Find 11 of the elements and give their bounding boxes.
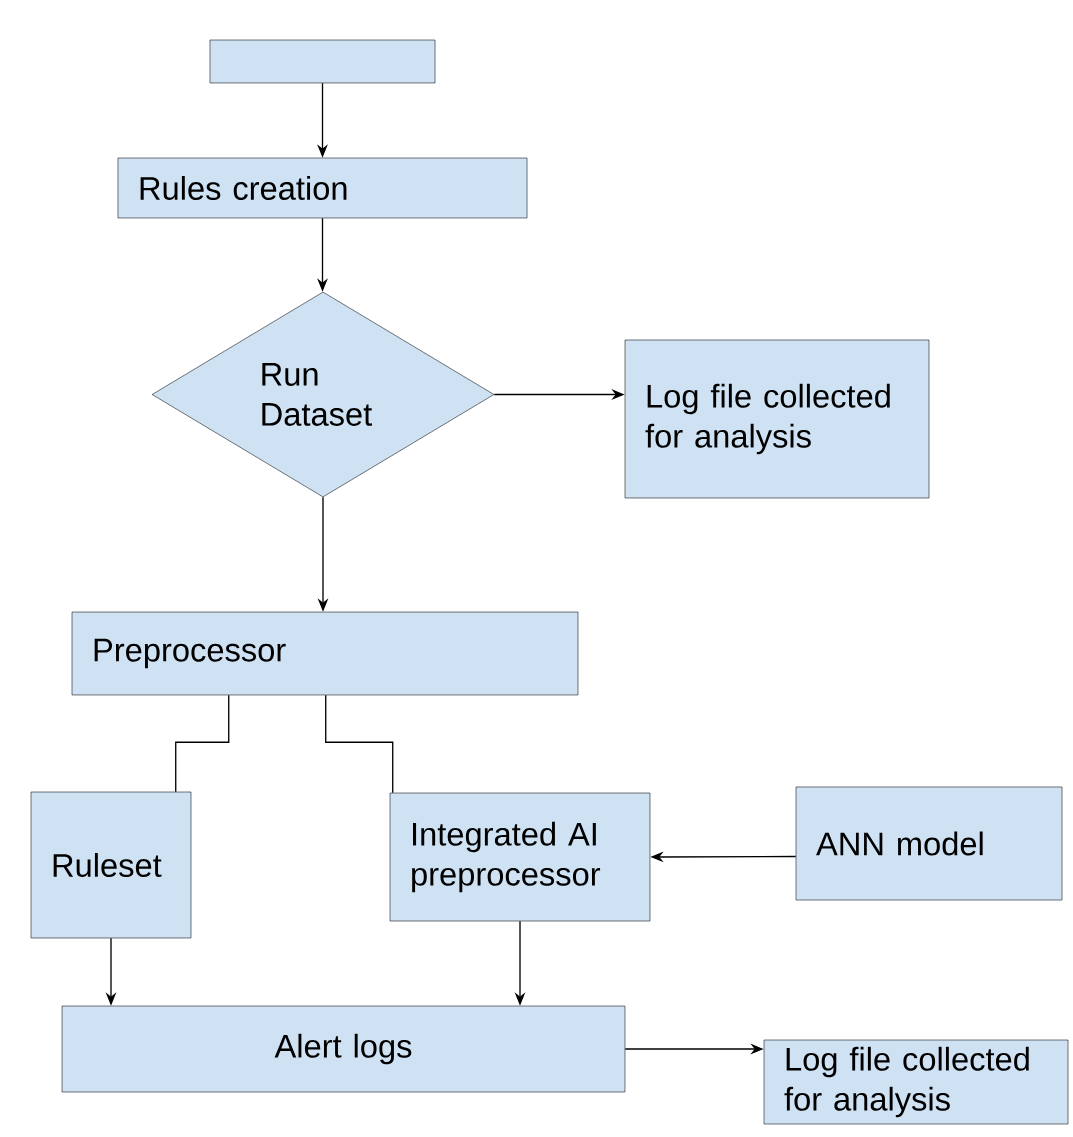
- connector-line: [325, 694, 394, 794]
- process-box: Integrated AI preprocessor: [389, 792, 651, 922]
- process-box: Log file collected for analysis: [763, 1039, 1069, 1125]
- process-box: Preprocessor: [71, 611, 579, 696]
- connector-line: [175, 694, 230, 793]
- process-box: Rules creation: [117, 157, 528, 219]
- process-box: [209, 39, 436, 84]
- process-box: ANN model: [795, 786, 1063, 901]
- process-box: Log file collected for analysis: [624, 339, 930, 499]
- process-box: Alert logs: [61, 1005, 626, 1093]
- process-box: Ruleset: [30, 791, 192, 939]
